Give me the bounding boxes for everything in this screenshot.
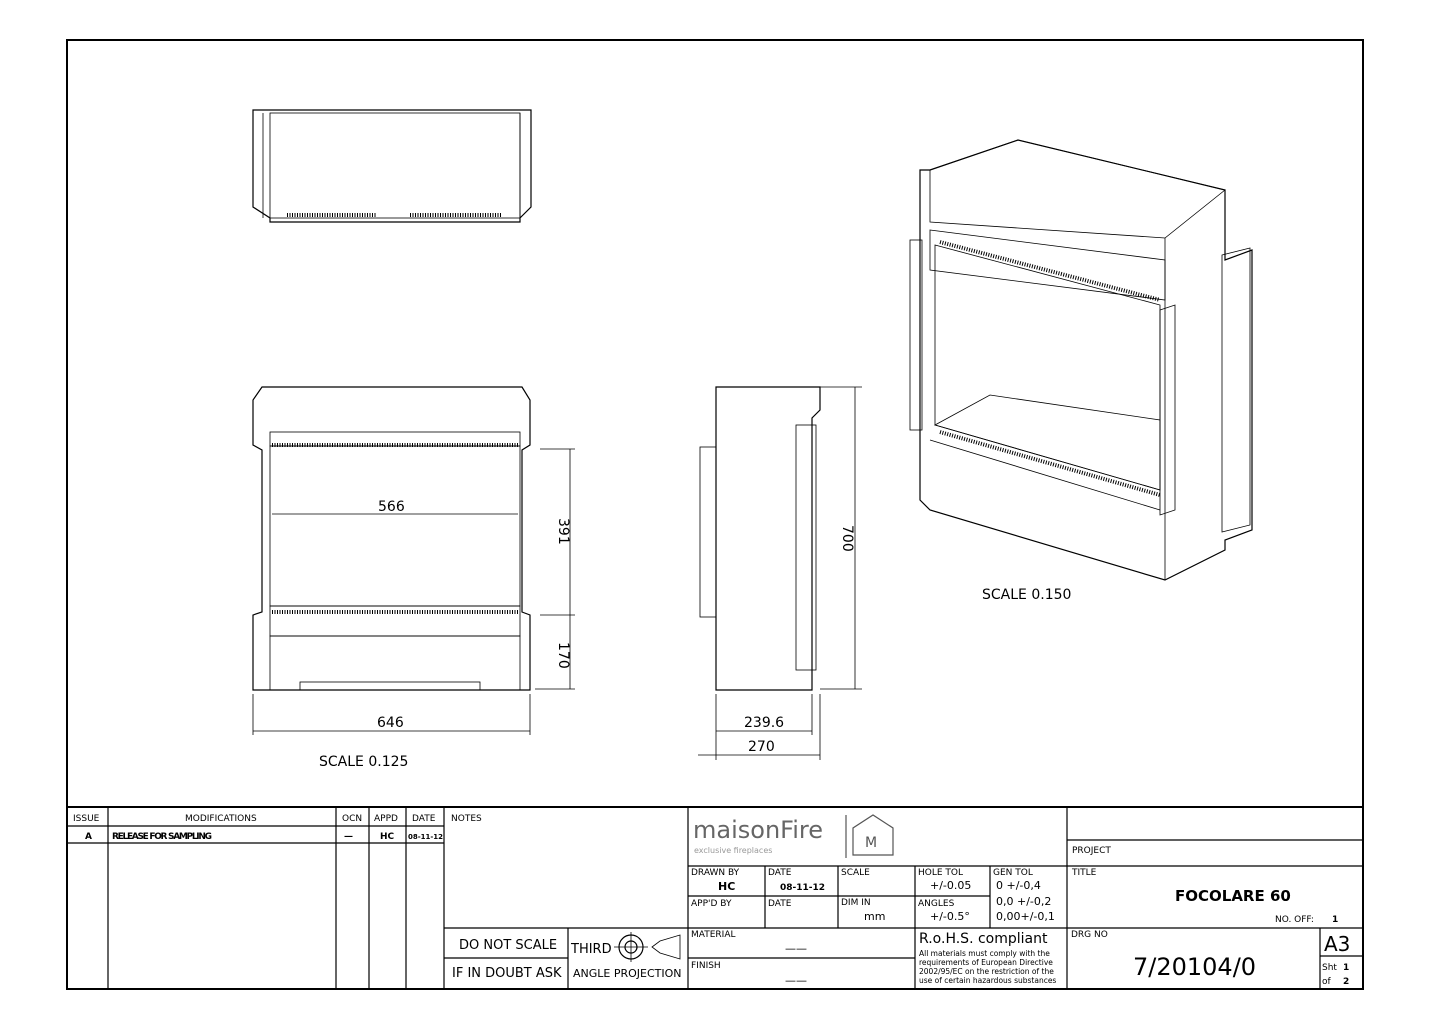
date-label: DATE [768, 868, 792, 878]
gen-tol-2: 0,00+/-0,1 [996, 910, 1055, 923]
header-modifications: MODIFICATIONS [185, 814, 257, 824]
projection-third: THIRD [570, 942, 612, 957]
project-label: PROJECT [1072, 846, 1111, 856]
rohs-line-4: use of certain hazardous substances [919, 976, 1056, 985]
material-value: —— [785, 942, 807, 955]
dim-239-6: 239.6 [744, 715, 784, 731]
date: 08-11-12 [780, 883, 825, 893]
dim-270: 270 [748, 739, 775, 755]
date2-label: DATE [768, 899, 792, 909]
projection-angle: ANGLE PROJECTION [573, 967, 682, 980]
third-angle-projection-icon [614, 932, 681, 962]
drawing-number: 7/20104/0 [1133, 953, 1256, 981]
sheet-size: A3 [1324, 932, 1350, 956]
hole-tol-label: HOLE TOL [918, 868, 963, 878]
no-off-label: NO. OFF: [1275, 915, 1314, 925]
side-view [698, 386, 862, 760]
front-view [252, 386, 575, 735]
drawn-by: HC [718, 880, 735, 893]
row-ocn: — [344, 832, 353, 842]
header-appd: APPD [374, 814, 398, 824]
row-issue: A [85, 832, 92, 842]
scale-label: SCALE [841, 868, 870, 878]
material-label: MATERIAL [691, 930, 736, 940]
angles-label: ANGLES [918, 899, 955, 909]
title-block-grid [67, 806, 1363, 989]
row-modification: RELEASE FOR SAMPLING [112, 832, 212, 842]
rohs-line-3: 2002/95/EC on the restriction of the [919, 967, 1054, 976]
drg-no-label: DRG NO [1071, 930, 1108, 940]
drawn-by-label: DRAWN BY [691, 868, 740, 878]
angles: +/-0.5° [930, 910, 970, 923]
dim-391: 391 [555, 518, 571, 545]
do-not-scale: DO NOT SCALE [459, 938, 557, 953]
dim-646: 646 [377, 715, 404, 731]
house-logo-icon: M [852, 814, 894, 856]
svg-text:M: M [865, 835, 877, 851]
title-label: TITLE [1071, 868, 1097, 878]
dim-700: 700 [839, 525, 855, 552]
gen-tol-0: 0 +/-0,4 [996, 879, 1041, 892]
front-scale-label: SCALE 0.125 [319, 754, 408, 770]
header-ocn: OCN [342, 814, 362, 824]
appd-by-label: APP'D BY [691, 899, 732, 909]
rohs-line-1: All materials must comply with the [919, 949, 1050, 958]
top-view [252, 109, 532, 223]
logo-brand: maisonFire [693, 816, 823, 844]
notes-label: NOTES [451, 814, 482, 824]
row-date: 08-11-12 [408, 833, 443, 841]
gen-tol-label: GEN TOL [993, 868, 1033, 878]
sheet-label: Sht [1322, 963, 1337, 973]
header-issue: ISSUE [73, 814, 100, 824]
finish-value: —— [785, 974, 807, 987]
dim-566: 566 [378, 499, 405, 515]
logo-tagline: exclusive fireplaces [694, 846, 772, 855]
of-label: of [1322, 977, 1332, 987]
drawing-border [66, 39, 1364, 990]
isometric-view [909, 139, 1253, 581]
rohs-line-2: requirements of European Directive [919, 958, 1053, 967]
hole-tol: +/-0.05 [930, 879, 971, 892]
drawing-title: FOCOLARE 60 [1175, 887, 1291, 905]
dim-in-label: DIM IN [841, 898, 871, 908]
rohs-title: R.o.H.S. compliant [919, 931, 1048, 947]
sheet-total: 2 [1343, 977, 1349, 987]
row-appd: HC [380, 832, 395, 842]
gen-tol-1: 0,0 +/-0,2 [996, 895, 1051, 908]
if-in-doubt-ask: IF IN DOUBT ASK [452, 966, 562, 981]
sheet-number: 1 [1343, 963, 1349, 973]
iso-scale-label: SCALE 0.150 [982, 587, 1071, 603]
header-date: DATE [412, 814, 436, 824]
no-off: 1 [1332, 915, 1338, 925]
dim-in: mm [864, 910, 885, 923]
finish-label: FINISH [691, 961, 721, 971]
dim-170: 170 [555, 642, 571, 669]
